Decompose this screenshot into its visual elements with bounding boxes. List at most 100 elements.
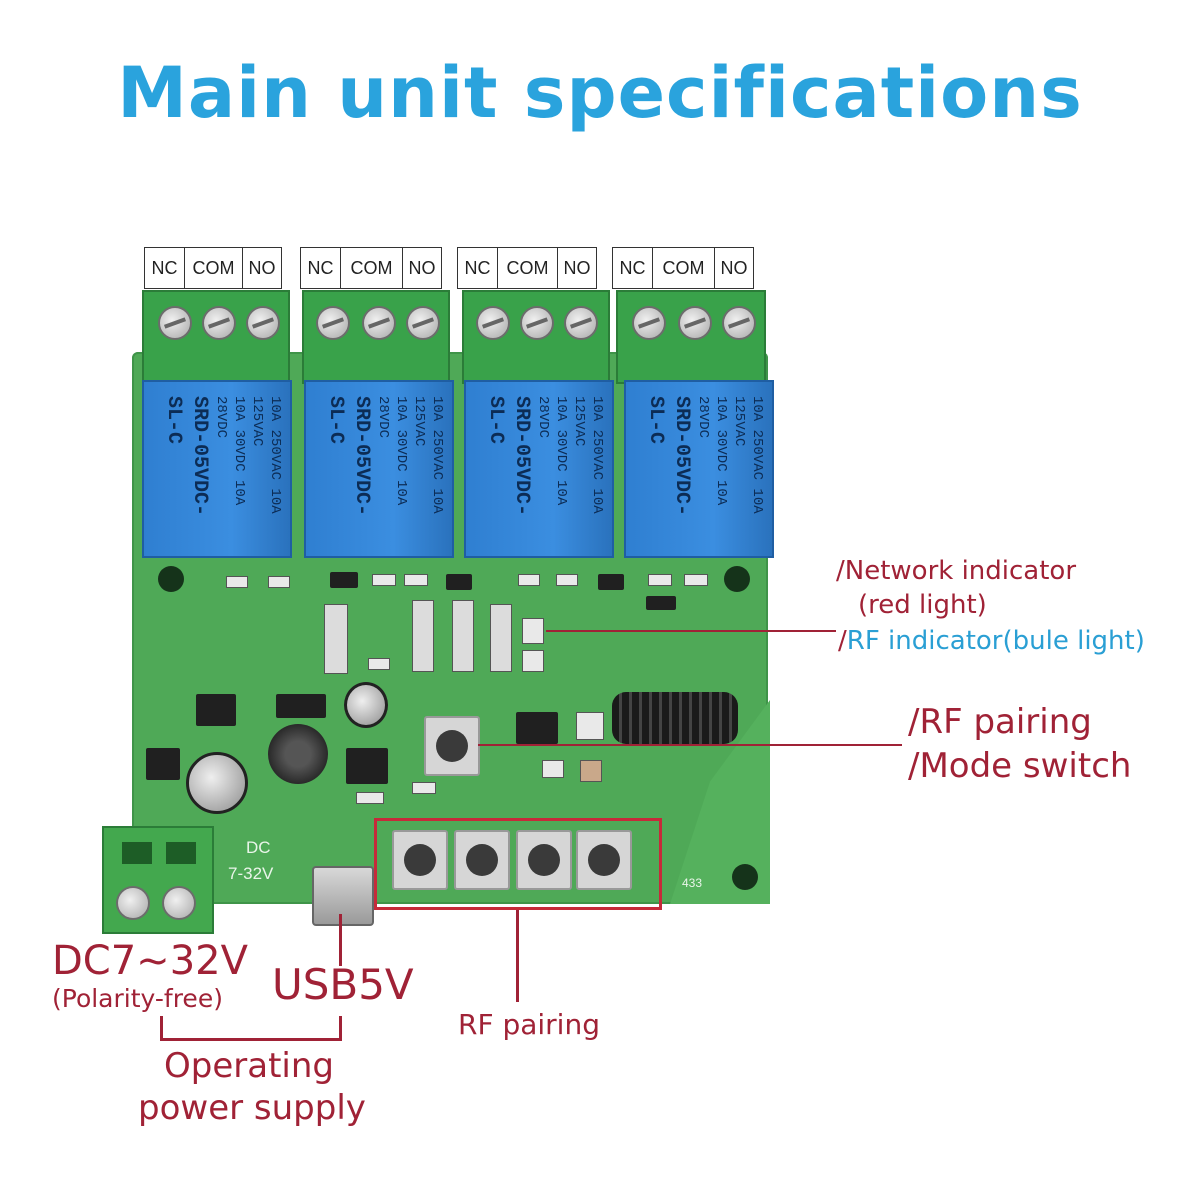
resistor-array (452, 600, 474, 672)
smd-component (268, 576, 290, 588)
rf-pairing-button-1[interactable] (392, 830, 448, 890)
screw-icon (316, 306, 350, 340)
screw-icon (722, 306, 756, 340)
rf-indicator-label: /RF indicator(bule light) (838, 626, 1145, 656)
smd-diode (330, 572, 358, 588)
ic-chip (196, 694, 236, 726)
rf-pairing-highlight-box (374, 818, 662, 910)
capacitor (344, 682, 388, 728)
terminal-label-com: COM (340, 247, 402, 289)
relay-rating-line: 10A 30VDC 10A 28VDC (695, 396, 729, 506)
smd-diode (446, 574, 472, 590)
rf-pairing-button-2[interactable] (454, 830, 510, 890)
leader-line-indicator (546, 630, 836, 632)
mounting-hole (724, 566, 750, 592)
relay-3-terminal-labels: NC COM NO (457, 247, 597, 289)
regulator-chip (146, 748, 180, 780)
terminal-label-nc: NC (300, 247, 340, 289)
screw-icon (632, 306, 666, 340)
regulator-chip (346, 748, 388, 784)
ic-chip (276, 694, 326, 718)
relay-4: 10A 250VAC 10A 125VAC 10A 30VDC 10A 28VD… (624, 380, 774, 558)
terminal-label-com: COM (652, 247, 714, 289)
crystal (580, 760, 602, 782)
network-indicator-sublabel: (red light) (858, 590, 987, 620)
screw-icon (158, 306, 192, 340)
smd-component (368, 658, 390, 670)
smd-component (372, 574, 396, 586)
relay-3: 10A 250VAC 10A 125VAC 10A 30VDC 10A 28VD… (464, 380, 614, 558)
relay-rating-line: 10A 30VDC 10A 28VDC (375, 396, 409, 506)
screw-icon (116, 886, 150, 920)
relay-model: SRD-05VDC-SL-C (162, 396, 211, 517)
leader-line-rf-pairing (516, 910, 519, 1002)
relay-model: SRD-05VDC-SL-C (324, 396, 373, 517)
screw-icon (678, 306, 712, 340)
terminal-label-com: COM (497, 247, 557, 289)
relay-4-terminal-block (616, 290, 766, 384)
terminal-slot (122, 842, 152, 864)
leader-line-dc (160, 1016, 163, 1040)
screw-icon (246, 306, 280, 340)
capacitor (186, 752, 248, 814)
screw-icon (362, 306, 396, 340)
relay-1: 10A 250VAC 10A 125VAC 10A 30VDC 10A 28VD… (142, 380, 292, 558)
smd-component (576, 712, 604, 740)
leader-line-usb-bottom (339, 1016, 342, 1040)
smd-component (542, 760, 564, 778)
operating-label: Operating (164, 1046, 334, 1086)
terminal-label-nc: NC (457, 247, 497, 289)
usb-label: USB5V (272, 960, 414, 1009)
relay-rating-line: 10A 250VAC 10A 125VAC (249, 396, 283, 514)
relay-1-terminal-labels: NC COM NO (144, 247, 282, 289)
terminal-label-com: COM (184, 247, 242, 289)
screw-icon (162, 886, 196, 920)
smd-component (404, 574, 428, 586)
smd-diode (598, 574, 624, 590)
dc-power-label: DC7~32V (52, 938, 248, 984)
power-supply-label: power supply (138, 1088, 366, 1128)
rf-pairing-mode-button[interactable] (424, 716, 480, 776)
terminal-label-no: NO (557, 247, 597, 289)
polarity-label: (Polarity-free) (52, 984, 223, 1013)
resistor-array (490, 604, 512, 672)
page-title: Main unit specifications (117, 52, 1083, 134)
rf-led (522, 650, 544, 672)
rf-pairing-button-4[interactable] (576, 830, 632, 890)
mounting-hole (732, 864, 758, 890)
terminal-slot (166, 842, 196, 864)
screw-icon (202, 306, 236, 340)
smd-component (412, 782, 436, 794)
relay-2: 10A 250VAC 10A 125VAC 10A 30VDC 10A 28VD… (304, 380, 454, 558)
network-indicator-label: /Network indicator (836, 556, 1077, 586)
rf-pairing-buttons-label: RF pairing (458, 1008, 600, 1041)
smd-component (684, 574, 708, 586)
relay-1-terminal-block (142, 290, 290, 384)
relay-3-terminal-block (462, 290, 610, 384)
usb-port (312, 866, 374, 926)
silkscreen-dc: DC (246, 838, 271, 857)
smd-component (226, 576, 248, 588)
screw-icon (406, 306, 440, 340)
relay-rating-line: 10A 250VAC 10A 125VAC (731, 396, 765, 514)
terminal-label-nc: NC (612, 247, 652, 289)
rf-chip (516, 712, 558, 744)
power-terminal-block (102, 826, 214, 934)
leader-line-mode-switch (478, 744, 902, 746)
relay-rating-line: 10A 250VAC 10A 125VAC (411, 396, 445, 514)
terminal-label-no: NO (402, 247, 442, 289)
relay-rating-line: 10A 30VDC 10A 28VDC (213, 396, 247, 506)
smd-component (356, 792, 384, 804)
smd-diode (646, 596, 676, 610)
screw-icon (476, 306, 510, 340)
rf-pairing-button-3[interactable] (516, 830, 572, 890)
relay-rating-line: 10A 250VAC 10A 125VAC (571, 396, 605, 514)
screw-icon (564, 306, 598, 340)
rf-antenna-coil (612, 692, 738, 744)
leader-line-bracket (160, 1038, 342, 1041)
relay-rating-line: 10A 30VDC 10A 28VDC (535, 396, 569, 506)
smd-component (556, 574, 578, 586)
relay-model: SRD-05VDC-SL-C (644, 396, 693, 517)
silkscreen-voltage: 7-32V (228, 864, 274, 883)
terminal-label-no: NO (714, 247, 754, 289)
